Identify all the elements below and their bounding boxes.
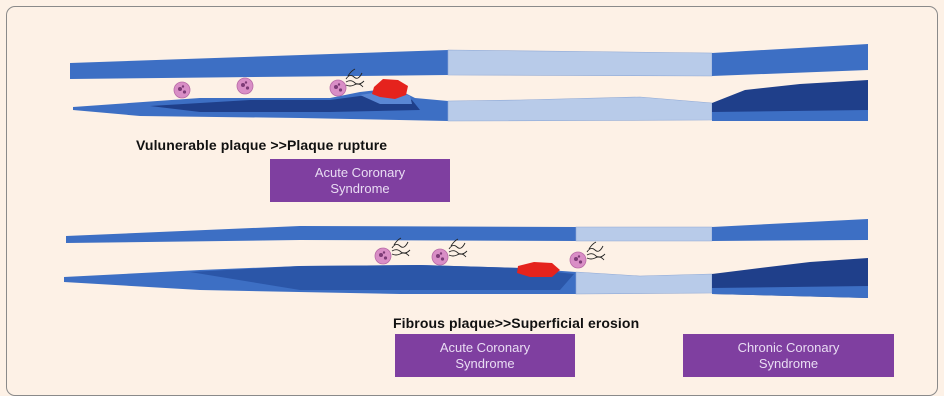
top-upper-wall-narrowed	[448, 50, 712, 76]
inflammatory-cell-icon	[330, 80, 346, 96]
bottom-lower-wall-narrowed	[576, 272, 712, 294]
top-upper-wall-right	[712, 44, 868, 76]
inflammatory-cell-icon	[174, 82, 190, 98]
bottom-outcome-box-acute: Acute Coronary Syndrome	[395, 334, 575, 377]
outcome-line2: Syndrome	[330, 181, 389, 197]
bottom-upper-wall	[66, 226, 576, 243]
outcome-line2: Syndrome	[759, 356, 818, 372]
outcome-line1: Acute Coronary	[440, 340, 530, 356]
top-caption: Vulunerable plaque >>Plaque rupture	[136, 137, 387, 153]
bottom-upper-wall-right	[712, 219, 868, 241]
thrombus-icon	[372, 79, 408, 99]
inflammatory-cell-icon	[432, 249, 448, 265]
inflammatory-cell-icon	[570, 252, 586, 268]
bottom-vessel	[64, 219, 868, 298]
top-outcome-box-acute: Acute Coronary Syndrome	[270, 159, 450, 202]
inflammatory-cell-icon	[237, 78, 253, 94]
outcome-line1: Chronic Coronary	[738, 340, 840, 356]
bottom-caption: Fibrous plaque>>Superficial erosion	[393, 315, 639, 331]
bottom-upper-wall-narrowed	[576, 227, 712, 241]
bottom-outcome-box-chronic: Chronic Coronary Syndrome	[683, 334, 894, 377]
outcome-line1: Acute Coronary	[315, 165, 405, 181]
top-vessel	[70, 44, 868, 121]
top-lower-wall-narrowed	[448, 97, 712, 121]
thrombus-icon	[517, 262, 560, 277]
outcome-line2: Syndrome	[455, 356, 514, 372]
inflammatory-cell-icon	[375, 248, 391, 264]
top-upper-wall	[70, 50, 448, 79]
